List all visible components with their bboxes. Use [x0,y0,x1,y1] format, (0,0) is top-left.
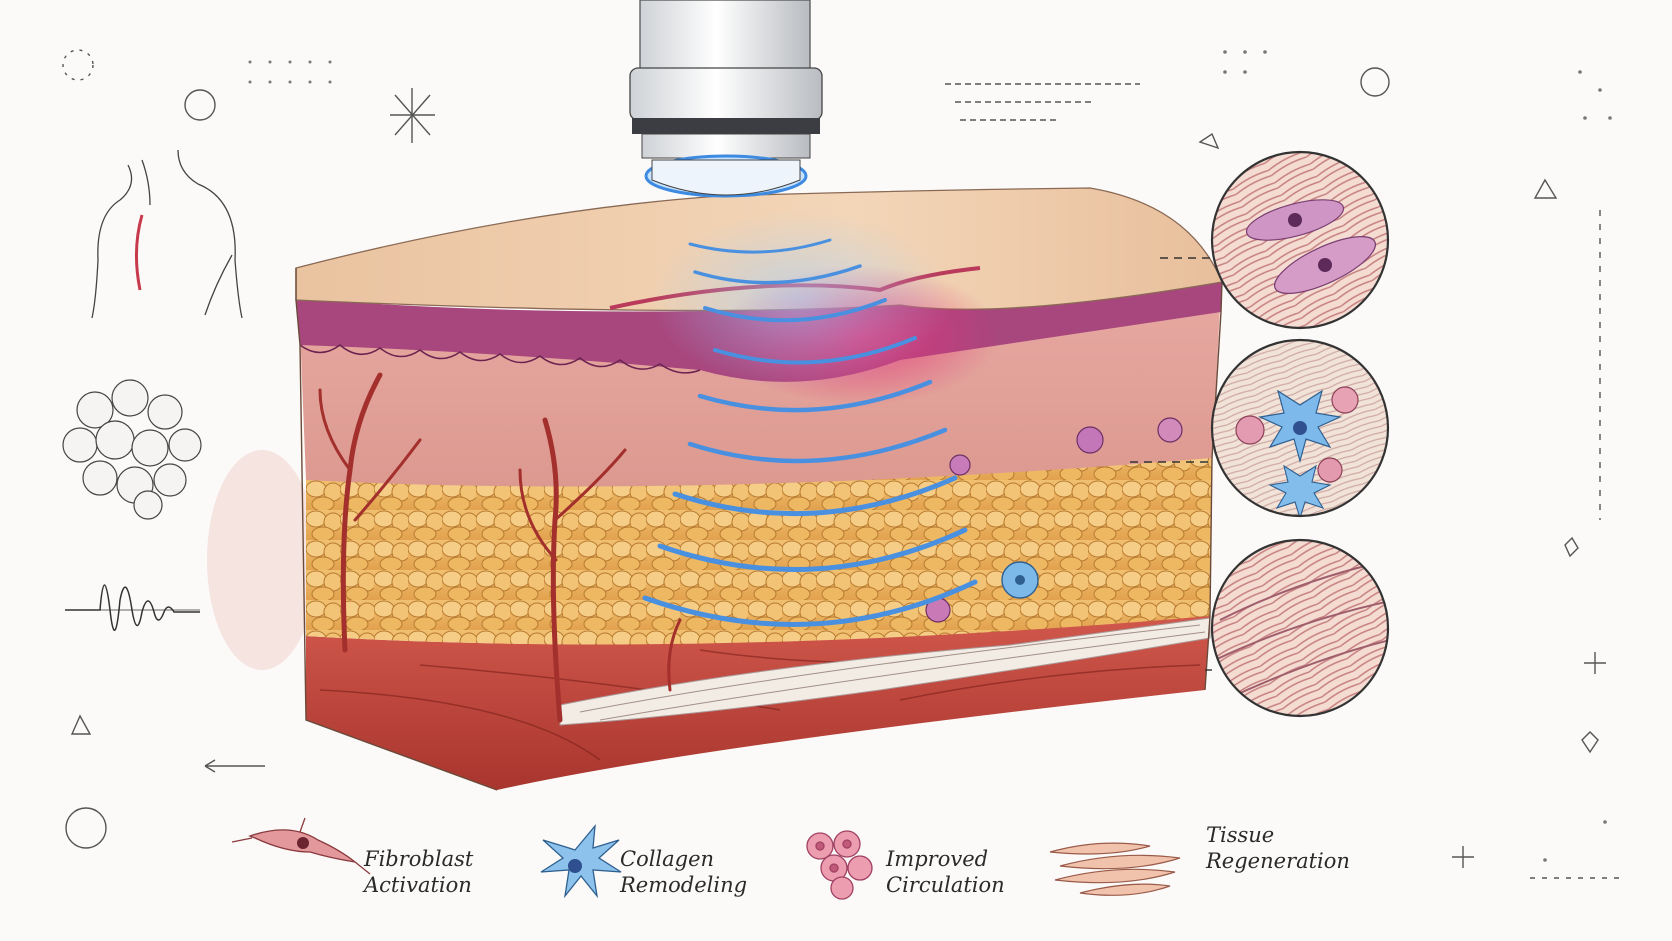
legend-line-2: Regeneration [1206,849,1350,873]
triangle-mark-icon [1533,178,1558,199]
legend-tissue-regeneration: Tissue Regeneration [1206,822,1350,874]
blood-vessels [318,372,682,723]
circle-mark-icon [184,89,216,121]
fascia-fibers [559,617,1211,726]
watercolor-splash [207,450,317,670]
shockwave-applicator [629,0,823,198]
legend-line-2: Remodeling [620,873,748,897]
fat-layer [306,456,1212,645]
diamond-mark-icon [1581,731,1599,754]
cell-cluster-sketch [62,379,202,520]
legend-line-1: Fibroblast [364,847,474,871]
sketch-decorations [62,49,1620,879]
shockwave-pulses [642,210,978,627]
legend-line-1: Improved [886,847,989,871]
legend-improved-circulation: Improved Circulation [886,846,1005,898]
legend-line-1: Collagen [620,847,715,871]
collagen-cell-icon [540,823,622,899]
magnified-view-tissue-fibers [1210,538,1390,718]
triangle-mark-icon [1198,132,1220,150]
legend-line-2: Circulation [886,873,1005,897]
arrow-sketch-icon [204,759,265,773]
legend-collagen-remodeling: Collagen Remodeling [620,846,747,898]
legend-line-2: Activation [364,873,472,897]
legend-line-1: Tissue [1206,823,1275,847]
dash-lines-icon [945,83,1140,121]
torso-scar-sketch [91,149,243,319]
tissue-fibers-icon [1049,842,1181,896]
legend-fibroblast-activation: Fibroblast Activation [364,846,473,898]
plus-mark-icon [1584,652,1606,674]
blood-cells-icon [806,830,873,900]
dot-grid [248,50,1612,862]
callout-leaders [1130,257,1212,671]
dermal-cells [925,417,1183,623]
skin-tissue-block [295,187,1223,791]
fibroblast-icon [231,817,371,875]
magnified-view-collagen-cells [1210,338,1390,518]
diamond-mark-icon [1564,536,1579,558]
triangle-mark-icon [70,714,92,735]
waveform-sketch [65,584,200,631]
dashed-circle-icon [62,49,94,81]
plus-mark-icon [1452,846,1474,868]
circle-mark-icon [65,807,107,849]
circle-mark-icon [1360,67,1390,97]
star-sketch-icon [390,88,435,143]
magnified-view-fibroblasts [1210,150,1390,330]
